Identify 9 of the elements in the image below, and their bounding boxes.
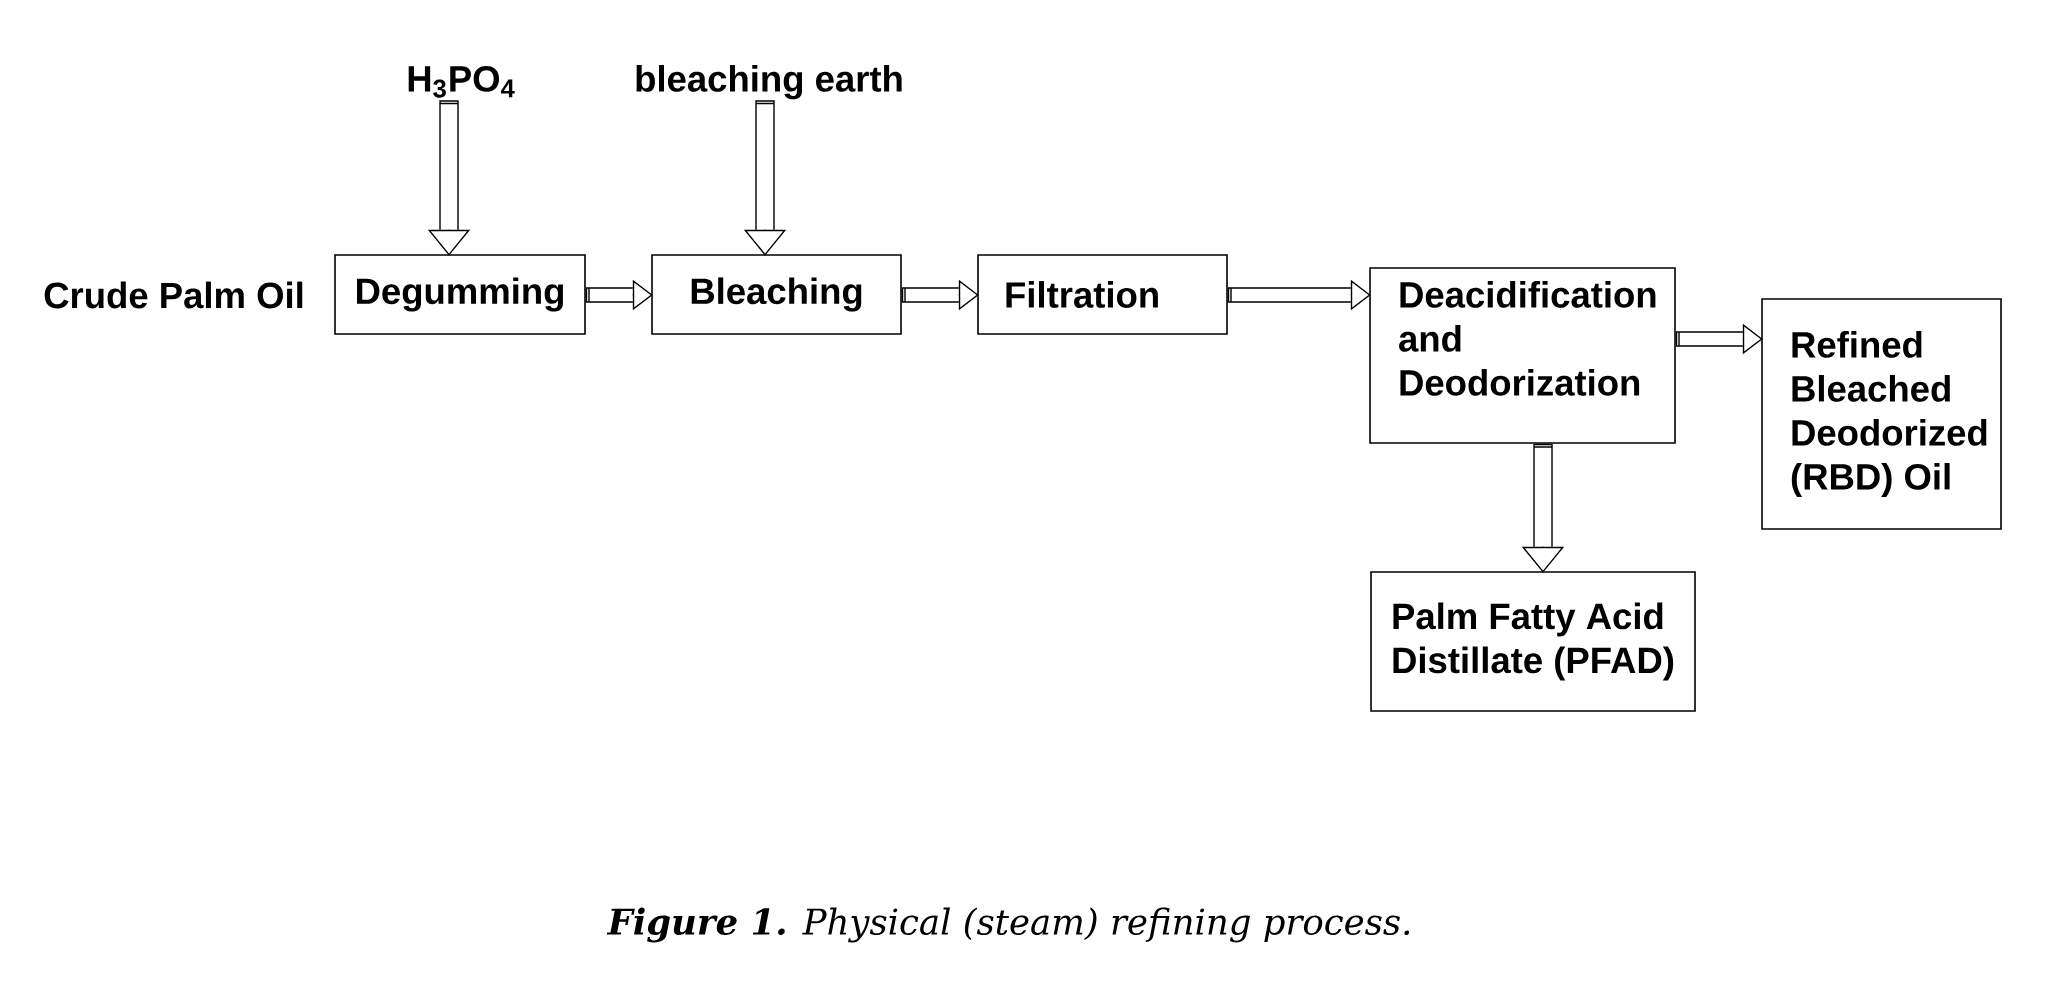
product-box: Palm Fatty Acid Distillate (PFAD) (1370, 571, 1696, 712)
process-box: Deacidification and Deodorization (1369, 267, 1676, 444)
process-box: Degumming (334, 254, 586, 335)
reagent-label: H$_{3}$PO$_{4}$ (408, 66, 515, 98)
reagent-label: bleaching earth (636, 65, 902, 100)
process-box: Bleaching (651, 254, 902, 335)
product-box: Refined Bleached Deodorized (RBD) Oil (1761, 298, 2002, 530)
process-box: Filtration (977, 254, 1228, 335)
figure-caption: Figure 1. Physical (steam) refining process. (606, 907, 1410, 943)
